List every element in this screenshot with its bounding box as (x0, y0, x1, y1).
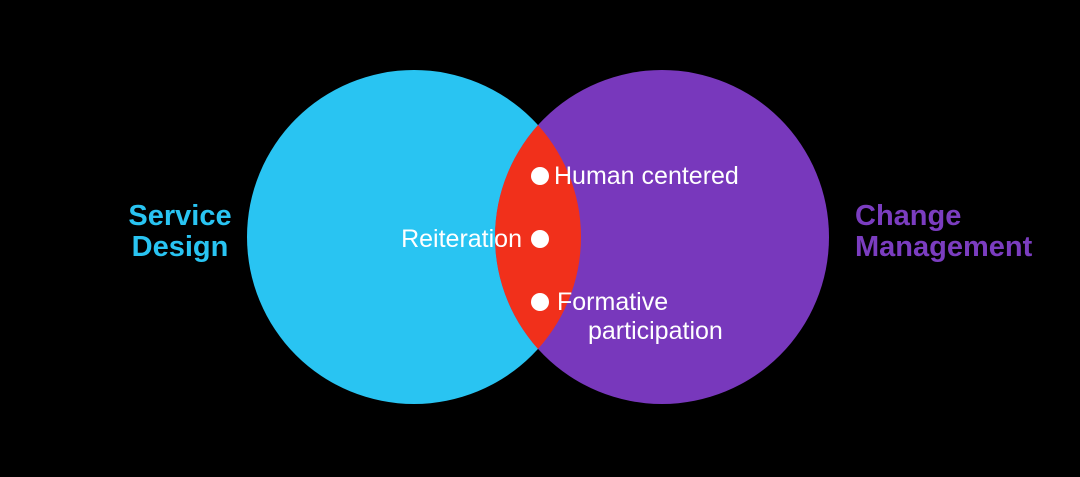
overlap-item-formative-line2: participation (588, 317, 723, 345)
bullet-dot-reiteration (531, 230, 549, 248)
right-circle-label-line1: Change (855, 200, 962, 232)
left-circle-label-line2: Design (131, 231, 229, 263)
left-circle-label-line1: Service (128, 200, 232, 232)
left-circle-label: Service Design (100, 201, 260, 263)
right-circle (495, 70, 829, 404)
right-circle-label: Change Management (855, 201, 1075, 263)
bullet-dot-human-centered (531, 167, 549, 185)
bullet-dot-formative-participation (531, 293, 549, 311)
overlap-item-reiteration: Reiteration (401, 225, 522, 253)
left-circle (247, 70, 581, 404)
right-circle-label-line2: Management (855, 231, 1033, 263)
overlap-item-formative-participation: Formative participation (557, 288, 723, 346)
overlap-item-formative-line1: Formative (557, 288, 669, 316)
overlap-item-human-centered: Human centered (554, 162, 739, 190)
